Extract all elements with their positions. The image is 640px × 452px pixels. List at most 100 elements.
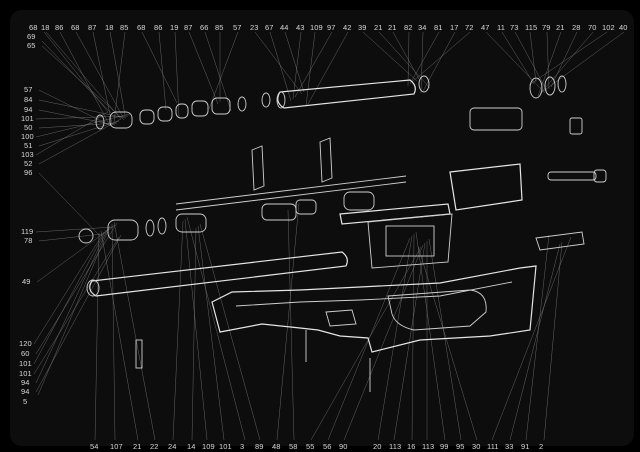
callout-label-top: 68 xyxy=(137,23,146,32)
callout-label-top: 79 xyxy=(542,23,551,32)
leader-line xyxy=(75,31,124,118)
callout-label-bottom: 2 xyxy=(539,442,543,451)
callout-label-left: 51 xyxy=(24,141,33,150)
leader-line xyxy=(41,45,125,121)
callout-label-bottom: 14 xyxy=(187,442,196,451)
callout-label-bottom: 48 xyxy=(272,442,281,451)
leader-line xyxy=(35,234,122,393)
air-cylinder xyxy=(277,79,416,109)
callout-label-bottom: 20 xyxy=(373,442,382,451)
part-cylinder-c xyxy=(157,106,173,122)
leader-line xyxy=(417,245,478,441)
leader-line xyxy=(33,229,107,365)
leader-line xyxy=(174,31,180,118)
part-rod-b xyxy=(175,181,407,211)
callout-label-left: 65 xyxy=(27,41,36,50)
leader-line xyxy=(428,238,462,441)
leader-line xyxy=(158,31,167,111)
callout-label-bottom: 89 xyxy=(255,442,264,451)
leader-line xyxy=(199,223,261,441)
trigger-window xyxy=(385,225,435,257)
stock-trigger-cutout xyxy=(325,309,357,327)
callout-label-bottom: 3 xyxy=(240,442,244,451)
callout-label-top: 47 xyxy=(481,23,490,32)
part-bolt-left xyxy=(135,339,143,369)
leader-line xyxy=(35,111,109,156)
callout-label-left: 5 xyxy=(23,397,27,406)
part-gear-a xyxy=(529,77,543,99)
part-knob xyxy=(78,228,94,244)
shroud-muzzle-end xyxy=(86,279,100,297)
callout-label-top: 87 xyxy=(88,23,97,32)
callout-label-bottom: 30 xyxy=(472,442,481,451)
callout-label-bottom: 101 xyxy=(219,442,232,451)
callout-label-top: 67 xyxy=(265,23,274,32)
callout-label-left: 60 xyxy=(21,349,30,358)
callout-label-top: 109 xyxy=(310,23,323,32)
leader-line xyxy=(287,209,295,441)
callout-label-top: 34 xyxy=(418,23,427,32)
callout-label-bottom: 55 xyxy=(306,442,315,451)
part-ring-a xyxy=(95,114,105,130)
leader-line xyxy=(94,232,100,441)
leader-line xyxy=(362,31,418,82)
stock-body xyxy=(211,265,537,353)
leader-line xyxy=(343,244,424,441)
receiver-rail xyxy=(339,203,451,225)
callout-label-bottom: 56 xyxy=(323,442,332,451)
leader-line xyxy=(38,99,127,119)
part-cylinder-a xyxy=(109,111,133,129)
leader-line xyxy=(525,234,550,441)
callout-label-left: 101 xyxy=(19,359,32,368)
leader-line xyxy=(411,233,415,441)
leader-line xyxy=(35,115,129,120)
leader-line xyxy=(59,31,111,127)
part-cylinder-d xyxy=(175,103,189,119)
leader-line xyxy=(514,31,548,92)
leader-line xyxy=(310,246,422,441)
leader-line xyxy=(550,31,578,88)
leader-line xyxy=(501,31,535,85)
callout-label-bottom: 33 xyxy=(505,442,514,451)
leader-line xyxy=(208,31,239,110)
callout-label-top: 70 xyxy=(588,23,597,32)
callout-label-left: 78 xyxy=(24,236,33,245)
leader-line xyxy=(92,31,113,125)
part-valve-body xyxy=(261,203,297,221)
part-right-cap xyxy=(593,169,607,183)
leader-line xyxy=(378,31,431,89)
leader-line xyxy=(109,31,126,116)
callout-label-top: 68 xyxy=(29,23,38,32)
callout-label-left: 120 xyxy=(19,339,32,348)
callout-label-top: 68 xyxy=(71,23,80,32)
callout-label-top: 57 xyxy=(233,23,242,32)
receiver-block xyxy=(449,163,523,211)
leader-line xyxy=(307,31,349,105)
leader-line xyxy=(38,233,103,242)
callout-label-left: 49 xyxy=(22,277,31,286)
leader-line xyxy=(539,31,594,95)
callout-label-bottom: 91 xyxy=(521,442,530,451)
leader-line xyxy=(284,31,305,93)
part-adapter-a xyxy=(107,219,139,241)
callout-label-left: 94 xyxy=(21,387,30,396)
callout-label-top: 86 xyxy=(154,23,163,32)
callout-label-top: 115 xyxy=(525,23,537,32)
leader-line xyxy=(36,224,116,283)
part-bracket-a xyxy=(251,145,265,191)
leader-line xyxy=(393,242,426,441)
leader-line xyxy=(35,113,131,138)
callout-label-top: 44 xyxy=(280,23,289,32)
leader-line xyxy=(38,122,118,129)
leader-line xyxy=(100,230,139,441)
leader-line xyxy=(407,31,410,87)
callout-label-left: 94 xyxy=(24,105,33,114)
callout-label-top: 18 xyxy=(41,23,50,32)
callout-label-top: 87 xyxy=(184,23,193,32)
callout-label-top: 21 xyxy=(556,23,565,32)
callout-label-top: 86 xyxy=(55,23,64,32)
leader-line xyxy=(197,225,225,441)
part-rod xyxy=(175,175,407,205)
leader-line xyxy=(276,202,300,441)
